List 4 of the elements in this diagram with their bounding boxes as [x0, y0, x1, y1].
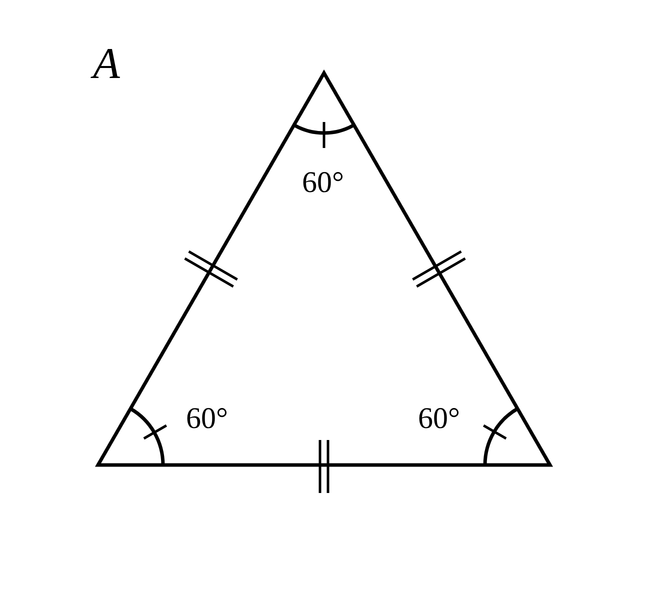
angle-label: 60° — [302, 168, 344, 198]
panel-label: A — [93, 42, 120, 86]
angle-label: 60° — [186, 404, 228, 434]
angle-label: 60° — [418, 404, 460, 434]
